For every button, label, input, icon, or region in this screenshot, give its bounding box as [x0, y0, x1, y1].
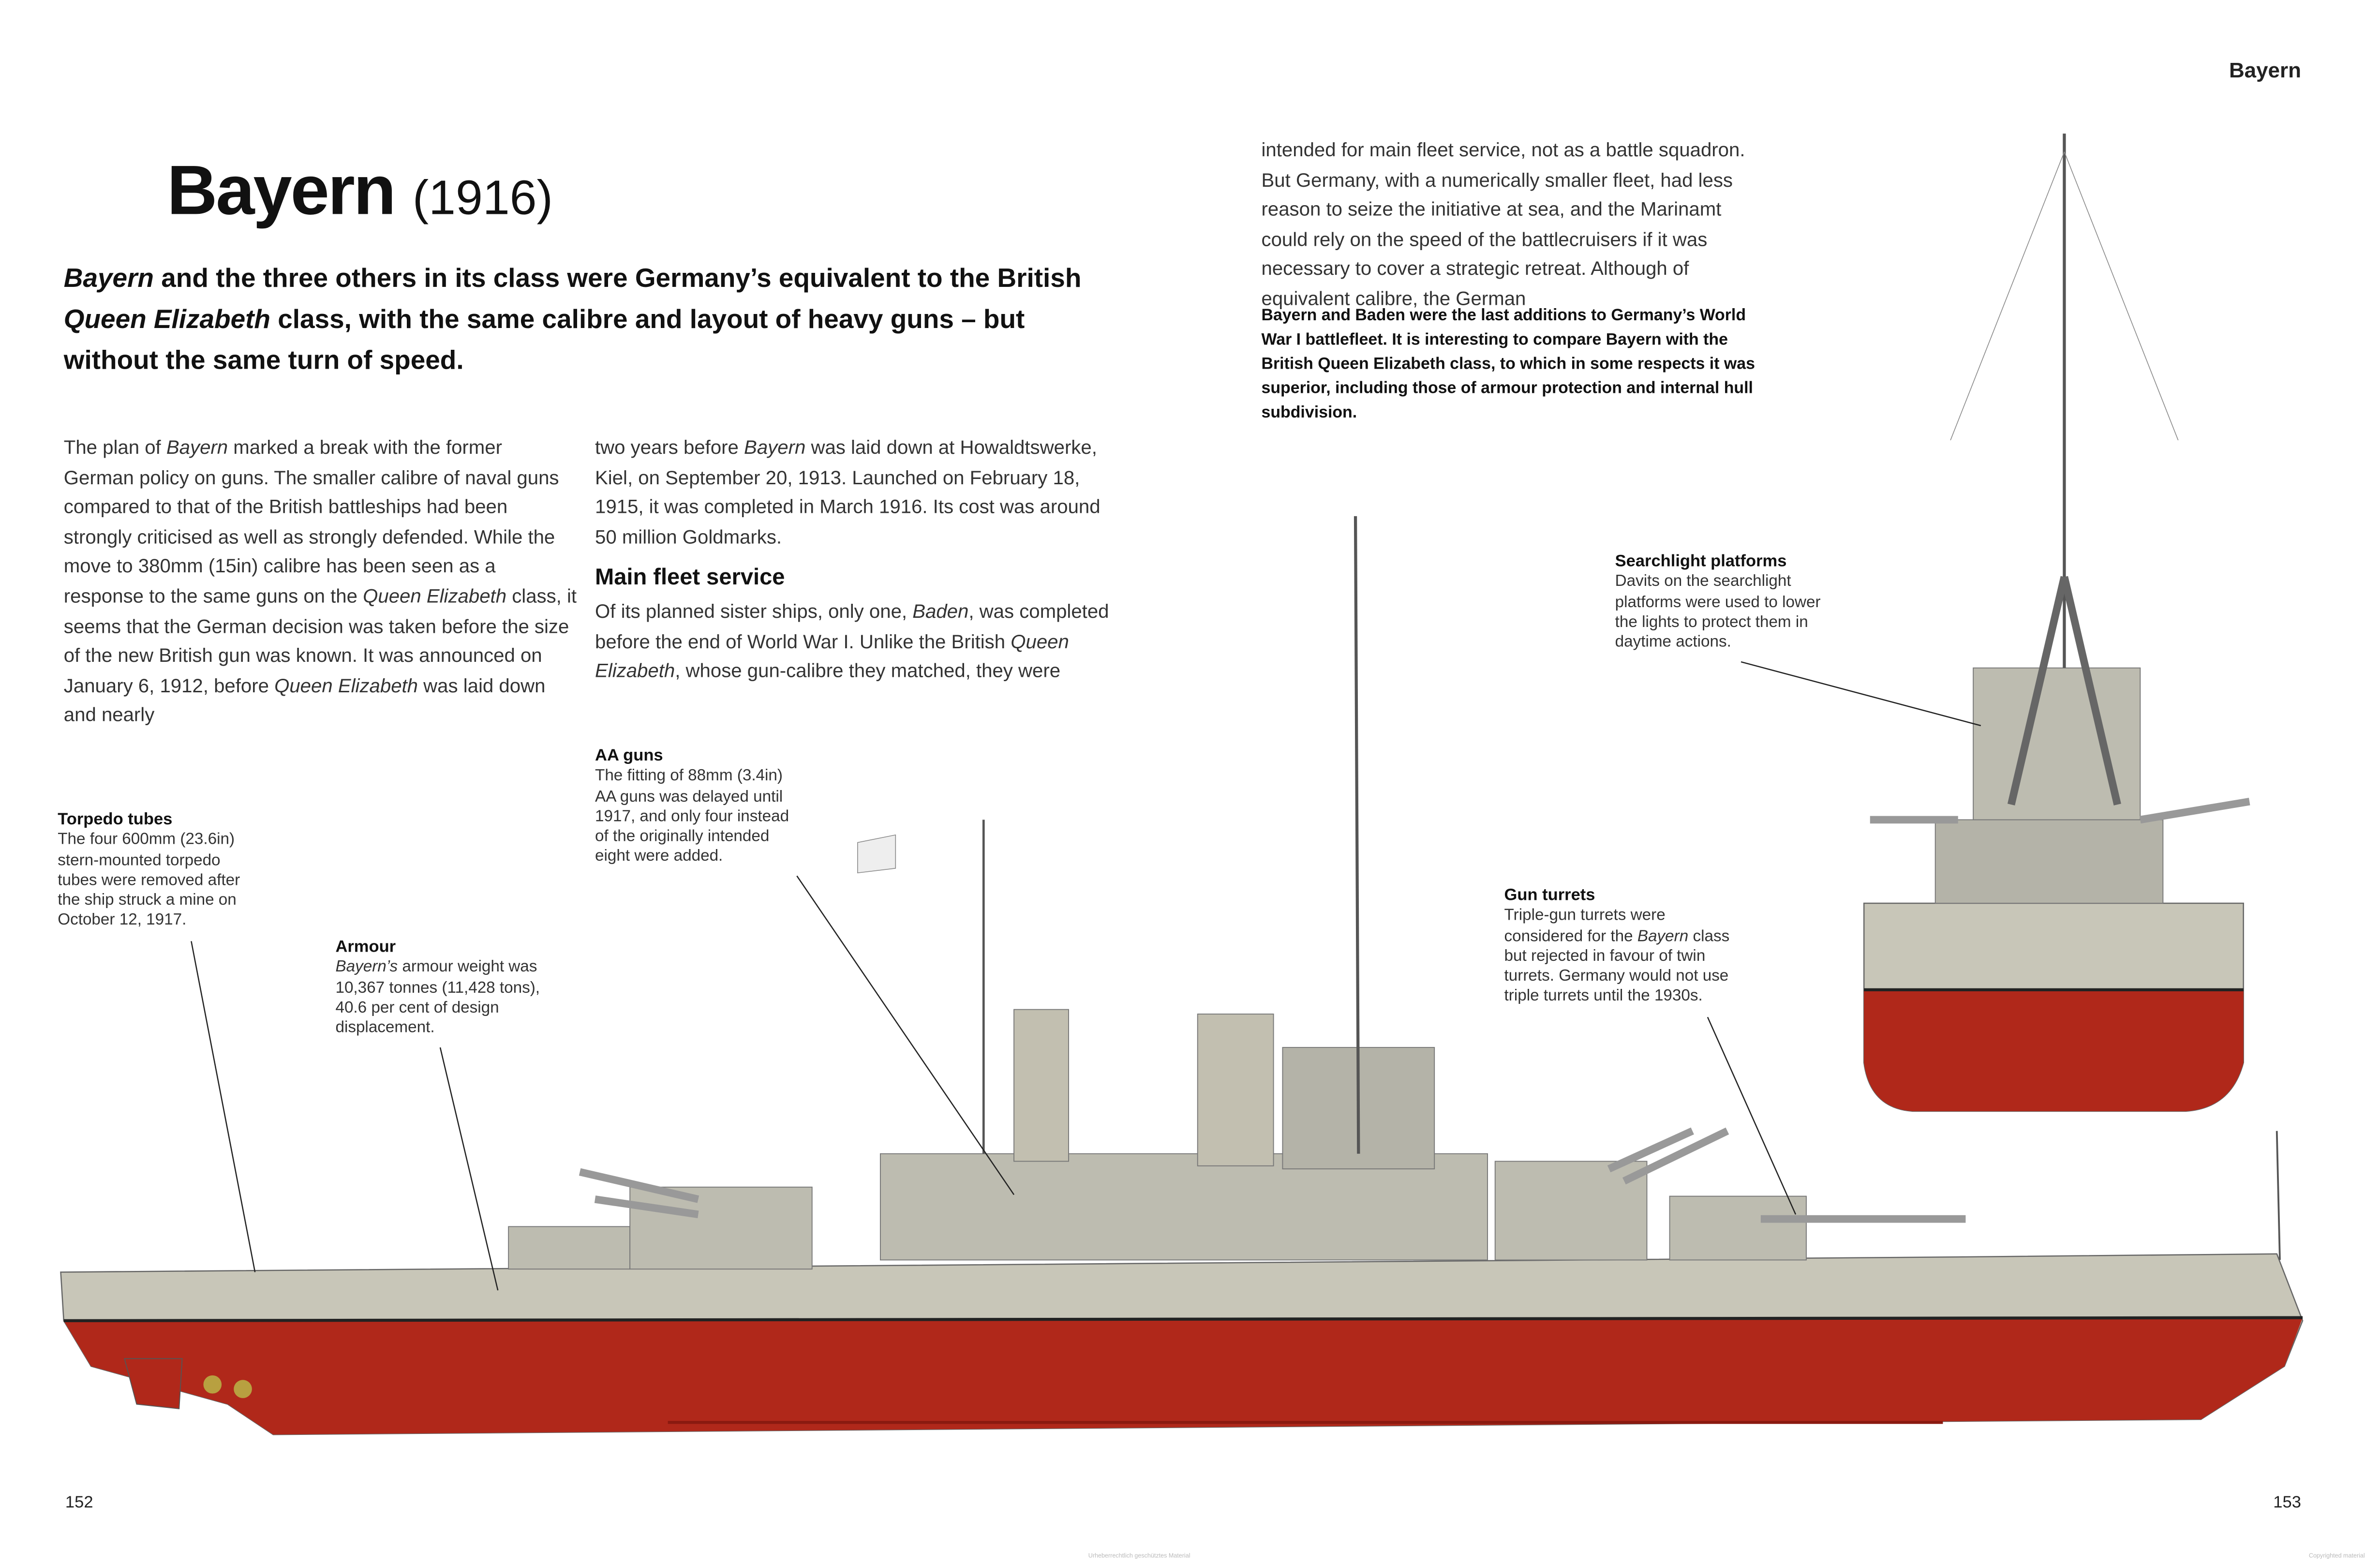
callout-title: Torpedo tubes [58, 810, 173, 829]
callout-text: Triple-gun turrets were considered for t… [1504, 907, 1666, 945]
t: was laid down at Howaldtswerke, Kiel, on… [595, 435, 1101, 548]
body-column-2: two years before Bayern was laid down at… [595, 433, 1111, 686]
t: Queen Elizabeth [363, 584, 507, 608]
callout-text: Bayern [1637, 926, 1689, 945]
callout-title: Armour [335, 938, 396, 956]
t: , was completed before the end of World … [595, 599, 1109, 652]
t: marked a break with the former German po… [63, 435, 559, 608]
watermark-left: Urheberrechtlich geschütztes Material [1088, 1551, 1190, 1559]
t: Bayern [744, 435, 806, 459]
t: was laid down and nearly [63, 673, 546, 726]
t: Bayern [166, 435, 228, 459]
callout-text: armour weight was 10,367 tonnes (11,428 … [335, 958, 540, 1037]
lead-class: Queen Elizabeth [63, 303, 270, 334]
title-name: Bayern [167, 150, 396, 229]
callout-text: Davits on the searchlight platforms were… [1615, 572, 1821, 652]
title-year: (1916) [412, 170, 553, 225]
t: , whose gun-calibre they matched, they w… [675, 659, 1061, 682]
page-title: Bayern (1916) [167, 149, 553, 231]
t: Queen Elizabeth [274, 673, 418, 697]
body-column-3: intended for main fleet service, not as … [1261, 138, 1745, 310]
body-column-1: The plan of Bayern marked a break with t… [64, 433, 577, 730]
lead-ship: Bayern [63, 262, 154, 293]
watermark-right: Copyrighted material [2308, 1551, 2365, 1559]
page-number-left: 152 [65, 1493, 93, 1512]
section-heading: Main fleet service [595, 565, 785, 591]
callout-title: Searchlight platforms [1615, 552, 1787, 571]
t: Queen Elizabeth [595, 629, 1069, 682]
callout-title: AA guns [595, 746, 663, 765]
callout-title: Gun turrets [1504, 886, 1595, 905]
t: two years before [595, 435, 744, 459]
callout-text: The four 600mm (23.6in) stern-mounted to… [58, 831, 240, 930]
callout-text: The fitting of 88mm (3.4in) AA guns was … [595, 767, 789, 866]
ship-side-profile [60, 516, 2304, 1435]
lead-paragraph: Bayern and the three others in its class… [64, 258, 1096, 381]
ship-front-view [1863, 134, 2250, 1112]
page-number-right: 153 [2273, 1493, 2301, 1512]
t: The plan of [63, 435, 166, 459]
running-head: Bayern [2229, 58, 2301, 82]
callout-leader-lines [191, 661, 1981, 1291]
t: Of its planned sister ships, only one, [595, 599, 913, 623]
t: class, it seems that the German decision… [63, 584, 577, 697]
illustration-caption: Bayern and Baden were the last additions… [1261, 306, 1755, 422]
callout-text: Bayern’s [335, 958, 398, 977]
lead-text-end: class, with the same calibre and layout … [63, 303, 1025, 375]
lead-text: and the three others in its class were G… [153, 262, 1082, 293]
t: Baden [912, 599, 969, 623]
callout-text: class but rejected in favour of twin tur… [1504, 926, 1730, 1006]
